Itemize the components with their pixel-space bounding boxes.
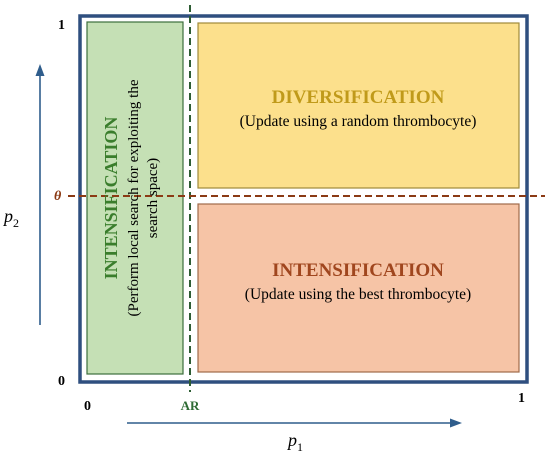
region-left-text: INTENSIFICATION (Perform local search fo… <box>101 79 161 316</box>
region-top-right-subtitle: (Update using a random thrombocyte) <box>240 113 477 130</box>
region-top-right-title: DIVERSIFICATION <box>272 87 445 108</box>
y-axis-label: p2 <box>2 206 19 230</box>
x-tick-max: 1 <box>518 391 525 406</box>
x-axis-label: p1 <box>286 430 303 454</box>
y-axis-arrowhead <box>35 64 45 76</box>
region-bottom-right-box <box>197 203 520 373</box>
region-top-right-box <box>197 22 520 189</box>
region-bottom-right-title: INTENSIFICATION <box>272 260 444 281</box>
y-tick-min: 0 <box>58 374 65 389</box>
region-left-title: INTENSIFICATION <box>101 117 121 280</box>
region-left-line2: search space) <box>145 158 161 238</box>
y-tick-max: 1 <box>58 18 65 33</box>
region-bottom-right-subtitle: (Update using the best thrombocyte) <box>245 286 471 303</box>
y-threshold-label: θ <box>54 189 62 204</box>
x-axis-arrowhead <box>450 418 462 428</box>
region-left-line1: (Perform local search for exploiting the <box>126 79 142 316</box>
x-threshold-label: AR <box>181 398 200 413</box>
x-tick-min: 0 <box>84 399 91 414</box>
region-left-box <box>86 21 184 375</box>
